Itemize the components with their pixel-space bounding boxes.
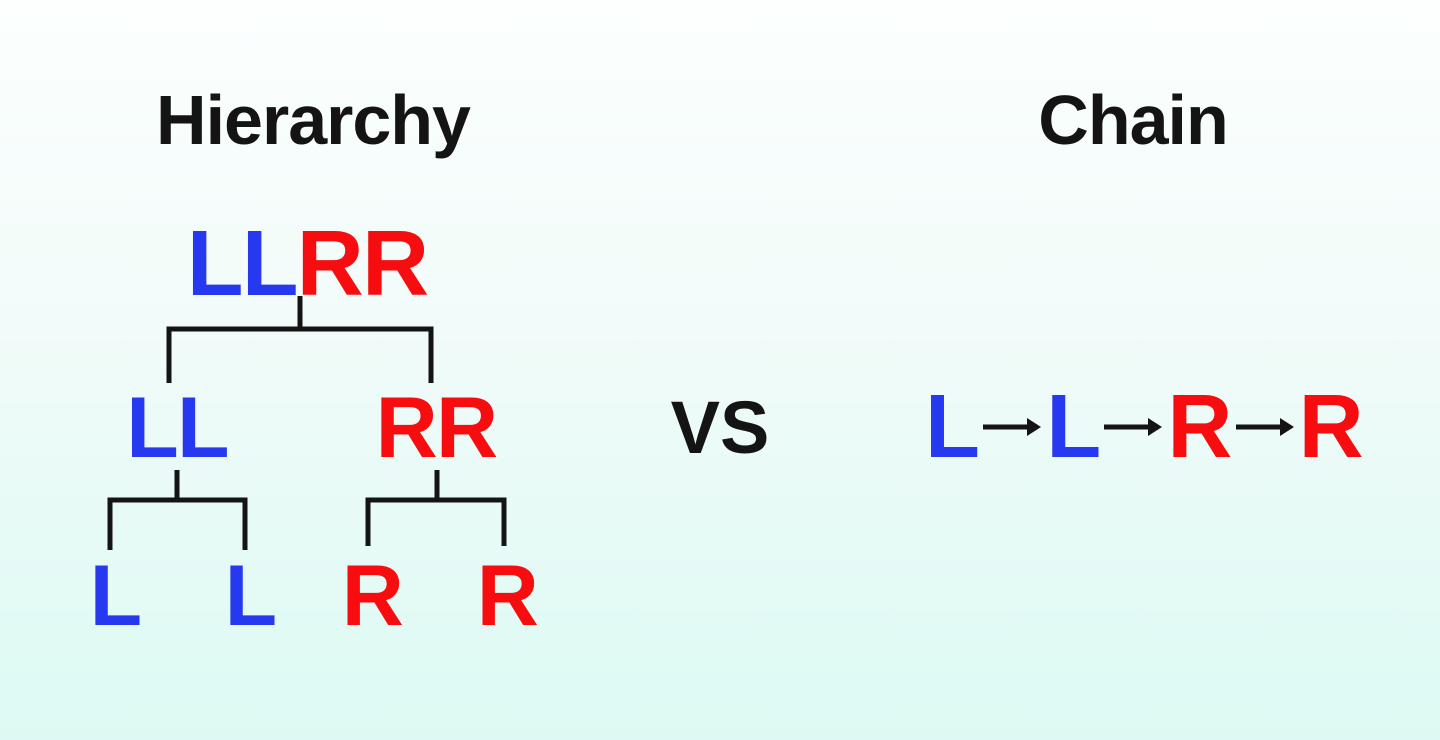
tree-root-right-part: RR	[296, 211, 429, 315]
tree-root-left-part: LL	[186, 211, 299, 315]
tree-leaf-l1: L	[89, 548, 143, 644]
tree-leaf-l2: L	[224, 548, 278, 644]
right-arrow-icon	[1104, 418, 1163, 436]
right-arrow-icon	[983, 418, 1042, 436]
tree-leaf-r1: R	[341, 548, 404, 644]
tree-node-ll: LL	[126, 380, 229, 476]
tree-leaf-r2: R	[476, 548, 539, 644]
chain-item-r2: R	[1298, 377, 1364, 477]
chain-sequence: L L R R	[925, 377, 1364, 477]
hierarchy-title: Hierarchy	[156, 81, 471, 159]
chain-item-l2: L	[1046, 377, 1101, 477]
tree-root-node: LLRR	[187, 217, 429, 310]
vs-label: VS	[670, 386, 770, 469]
right-arrow-icon	[1235, 418, 1294, 436]
chain-title: Chain	[1038, 81, 1228, 159]
chain-item-l1: L	[925, 377, 980, 477]
tree-node-rr: RR	[375, 380, 498, 476]
chain-item-r1: R	[1167, 377, 1232, 477]
